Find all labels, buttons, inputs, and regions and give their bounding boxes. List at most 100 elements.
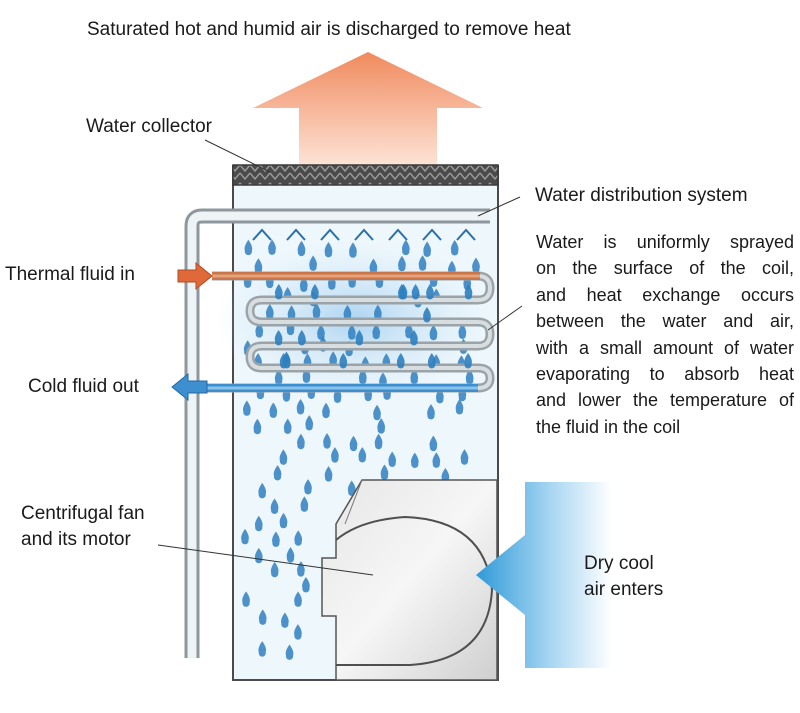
water-drop-icon: [423, 241, 431, 257]
water-drop-icon: [270, 561, 279, 578]
water-drop-icon: [243, 400, 251, 416]
water-drop-icon: [398, 255, 406, 272]
water-drop-icon: [358, 447, 367, 463]
description-line: the fluid in the coil: [536, 416, 681, 437]
water-drop-icon: [405, 322, 413, 339]
water-drop-icon: [273, 465, 282, 481]
water-drop-icon: [311, 284, 319, 300]
water-drop-icon: [274, 330, 283, 346]
water-drop-icon: [373, 404, 381, 421]
water-drop-icon: [347, 480, 356, 496]
water-drop-icon: [297, 330, 306, 346]
dry-air-label-line1: Dry cool: [584, 553, 654, 574]
water-drop-icon: [374, 433, 383, 450]
up-arrow-icon: [253, 52, 483, 165]
water-drop-icon: [410, 330, 418, 346]
water-drop-icon: [426, 284, 434, 300]
water-drop-icon: [317, 324, 325, 340]
water-drop-icon: [312, 303, 321, 319]
water-drop-icon: [241, 239, 480, 660]
description-line: on the surface of the coil,: [536, 258, 794, 279]
process-description: Water is uniformly sprayed on the surface…: [536, 229, 794, 440]
water-drop-icon: [450, 240, 459, 256]
water-drop-icon: [297, 240, 306, 257]
spray-nozzle-icon: [252, 228, 476, 241]
water-drop-icon: [411, 284, 420, 300]
water-drop-icon: [427, 353, 436, 369]
water-drop-icon: [279, 512, 288, 529]
water-drop-icon: [369, 258, 378, 275]
water-drop-icon: [460, 449, 469, 465]
cold-fluid-out-label: Cold fluid out: [28, 376, 139, 397]
description-line: and lower the temperature of: [536, 390, 794, 411]
water-drop-icon: [355, 330, 364, 346]
water-drop-icon: [269, 402, 278, 418]
water-drop-icon: [283, 418, 292, 435]
water-drop-icon: [281, 612, 289, 628]
dry-air-label-line2: air enters: [584, 579, 664, 600]
leader-lines: [157, 139, 523, 576]
description-line: between the water and air,: [536, 311, 794, 332]
water-drop-icon: [254, 515, 263, 532]
water-drop-icon: [274, 369, 283, 385]
water-drop-icon: [302, 577, 310, 593]
water-drop-icon: [388, 451, 397, 468]
centrifugal-fan: [321, 479, 498, 681]
water-drop-icon: [472, 257, 480, 274]
spray-nozzle-icon: [354, 228, 374, 241]
water-drop-icon: [432, 452, 441, 468]
water-drop-icon: [339, 353, 348, 369]
water-drop-icon: [429, 435, 438, 452]
water-drop-icon: [287, 305, 296, 321]
water-drop-icon: [458, 323, 467, 339]
spray-nozzle-icon: [388, 228, 408, 241]
description-line: Water is uniformly sprayed: [536, 232, 794, 252]
water-drop-icon: [372, 323, 381, 340]
water-drop-icon: [464, 284, 473, 300]
water-drop-icon: [347, 324, 356, 340]
fan-label-line1: Centrifugal fan: [21, 503, 145, 524]
water-drop-icon: [305, 415, 314, 431]
water-drop-icon: [285, 644, 294, 660]
water-drop-icon: [282, 353, 291, 369]
water-drop-icon: [349, 242, 357, 258]
water-drop-icon: [322, 402, 330, 419]
water-drop-icon: [258, 482, 267, 499]
water-drop-icon: [373, 304, 382, 321]
water-drop-icon: [377, 418, 386, 434]
water-drop-icon: [329, 351, 338, 367]
water-drop-icon: [427, 404, 435, 420]
water-drop-icon: [244, 239, 253, 256]
water-drop-icon: [410, 452, 419, 469]
water-drop-icon: [358, 368, 367, 385]
water-distribution-label: Water distribution system: [535, 185, 748, 206]
water-drop-icon: [270, 498, 279, 514]
wide-arrow-icon: [476, 482, 612, 668]
water-drop-icon: [401, 239, 410, 256]
water-drop-icon: [343, 305, 352, 321]
water-drop-icon: [294, 624, 302, 640]
water-drop-icon: [241, 528, 249, 545]
fan-scroll: [335, 515, 494, 666]
heat-exchange-coil: [207, 271, 495, 393]
right-arrow-icon: [177, 261, 213, 291]
coil-tube-highlight: [207, 274, 493, 390]
water-drop-icon: [300, 496, 309, 512]
left-arrow-icon: [171, 372, 208, 402]
water-drop-icon: [398, 284, 406, 300]
water-drop-icon: [324, 466, 333, 482]
water-drop-icon: [286, 547, 295, 563]
fan-label-line2: and its motor: [21, 529, 131, 550]
description-line: and heat exchange occurs: [536, 284, 794, 305]
water-collector-label: Water collector: [86, 116, 212, 137]
water-drop-icon: [324, 241, 333, 258]
top-caption: Saturated hot and humid air is discharge…: [87, 19, 571, 40]
water-drop-icon: [265, 303, 274, 320]
water-drop-icon: [294, 591, 302, 607]
thermal-fluid-in-label: Thermal fluid in: [5, 264, 135, 285]
water-drop-icon: [455, 399, 464, 415]
water-drop-icon: [304, 479, 312, 495]
water-drop-icon: [254, 258, 263, 274]
water-drop-icon: [272, 531, 280, 548]
